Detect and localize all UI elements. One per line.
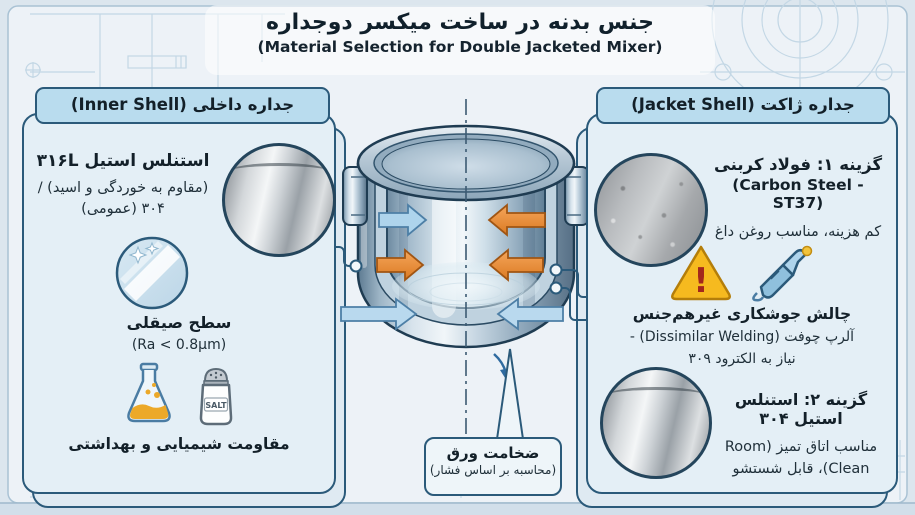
welding-torch-icon [752, 245, 813, 302]
flow-arrows [340, 203, 564, 331]
connector-line-right-2 [562, 287, 588, 321]
jacket-shell-panel-header: جداره ژاکت (Jacket Shell) [596, 87, 890, 124]
flask-icon [127, 362, 171, 423]
salt-label: SALT [205, 401, 227, 410]
flow-arrow-orange-right [488, 248, 544, 282]
connector-line-right-1 [562, 269, 588, 298]
salt-shaker-icon: SALT [199, 367, 233, 426]
connector-line-left [332, 246, 350, 267]
inner-shell-panel-header: جداره داخلی (Inner Shell) [35, 87, 330, 124]
connector-dot [349, 259, 363, 273]
option1-desc: کم هزینه، مناسب روغن داغ [714, 224, 882, 240]
callout-sub: (محاسبه بر اساس فشار) [429, 463, 557, 477]
welding-icons-row: ! [588, 241, 896, 303]
page-subtitle: (Material Selection for Double Jacketed … [257, 38, 663, 56]
connector-dot [549, 281, 563, 295]
option1-title: گزینه ۱: فولاد کربنی [713, 155, 883, 174]
welding-desc: نیاز به الکترود ۳۰۹ [688, 351, 796, 367]
cylinder-lid-line [608, 386, 704, 403]
connector-dot [549, 263, 563, 277]
inner-material-sub: (مقاوم به خوردگی و اسید) / ۳۰۴ (عمومی) [37, 180, 209, 218]
carbon-steel-photo [594, 153, 708, 267]
warning-mark: ! [693, 261, 709, 301]
callout-wedge [494, 348, 526, 447]
cylinder-lid-line [230, 163, 328, 179]
jacket-flange-left [342, 166, 368, 226]
option2-block: گزینه ۲: استنلس استیل ۳۰۴ مناسب اتاق تمی… [712, 390, 890, 481]
welding-title: چالش جوشکاری غیرهم‌جنس [632, 305, 852, 323]
chem-label: مقاومت شیمیایی و بهداشتی [68, 435, 290, 453]
warning-icon: ! [671, 245, 731, 301]
flow-arrow-blue-left-top [378, 203, 428, 237]
option2-title: گزینه ۲: استنلس استیل ۳۰۴ [734, 390, 868, 428]
option1-subtitle: (Carbon Steel - ST37) [732, 176, 864, 212]
polished-surface-icon [115, 236, 189, 310]
polish-title: سطح صیقلی [126, 313, 232, 332]
jacket-shell-panel: گزینه ۱: فولاد کربنی (Carbon Steel - ST3… [586, 113, 898, 494]
sparkle-glyph [144, 241, 160, 256]
title-band: جنس بدنه در ساخت میکسر دوجداره (Material… [205, 5, 715, 75]
option1-block: گزینه ۱: فولاد کربنی (Carbon Steel - ST3… [706, 155, 890, 240]
page-title: جنس بدنه در ساخت میکسر دوجداره [266, 10, 654, 35]
chem-icons-row: SALT [24, 361, 334, 429]
callout-title: ضخامت ورق [446, 444, 540, 462]
stainless-steel-photo [222, 143, 336, 257]
thickness-callout: ضخامت ورق (محاسبه بر اساس فشار) [424, 437, 562, 496]
stainless-304-photo [600, 367, 712, 479]
flow-arrow-blue-left-low [340, 297, 418, 331]
mixer-vessel-illustration [340, 99, 590, 441]
polish-sub: (Ra < 0.8μm) [131, 337, 227, 353]
inner-material-block: استنلس استیل ۳۱۶L (مقاوم به خوردگی و اسی… [32, 151, 214, 220]
flow-arrow-orange-right-top [487, 203, 546, 237]
inner-material-title: استنلس استیل ۳۱۶L [36, 151, 210, 171]
flow-arrow-blue-right-low [496, 297, 564, 331]
inner-shell-panel: استنلس استیل ۳۱۶L (مقاوم به خوردگی و اسی… [22, 113, 336, 494]
option2-desc: مناسب اتاق تمیز (Room Clean)، قابل شستشو [724, 439, 878, 477]
sparkle-glyph [128, 245, 148, 265]
flow-arrow-orange-left [376, 248, 425, 282]
welding-sub: آلرپ چوفت (Dissimilar Welding) - [629, 329, 855, 345]
